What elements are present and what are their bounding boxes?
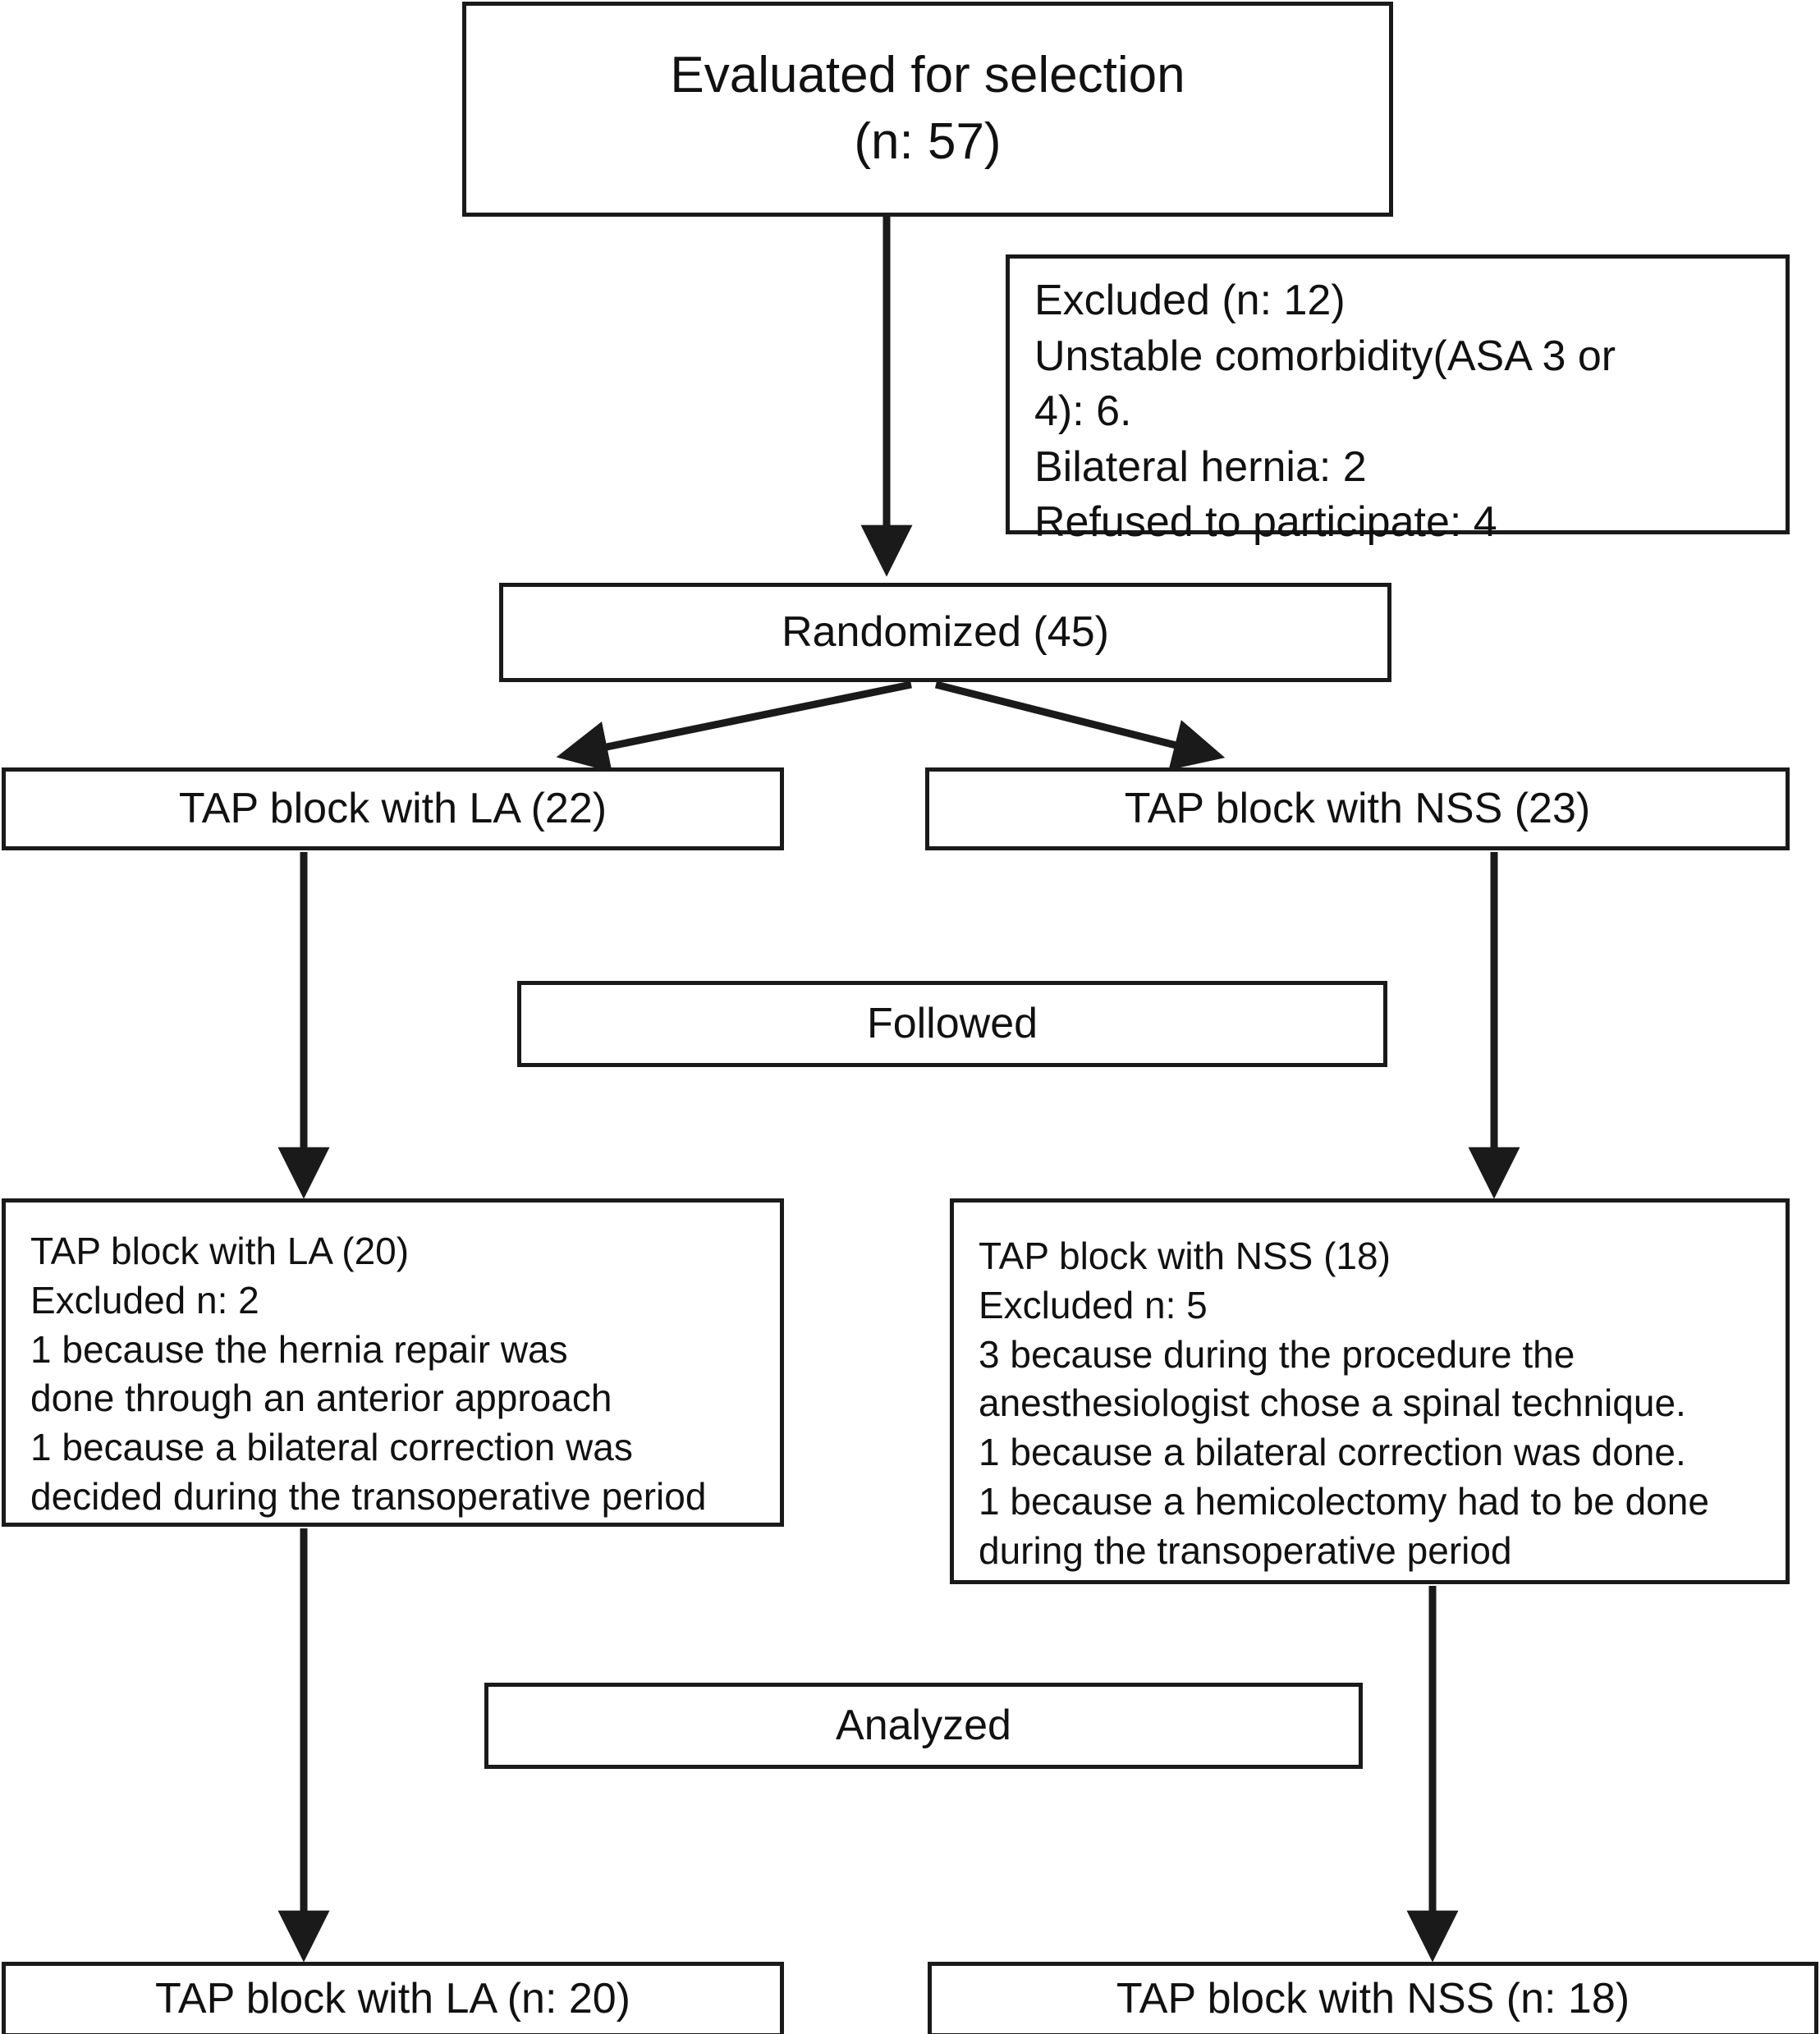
- node-analyzed-tap-block-la: TAP block with LA (n: 20): [2, 1962, 784, 2034]
- node-analyzed-label: Analyzed: [836, 1701, 1011, 1749]
- node-evaluated-for-selection: Evaluated for selection (n: 57): [462, 2, 1393, 217]
- node-followed-label: Followed: [866, 999, 1038, 1047]
- arrow-randomized-to-nss: [934, 680, 1226, 771]
- node-followup-nss-label: TAP block with NSS (18) Excluded n: 5 3 …: [979, 1235, 1709, 1572]
- node-allocated-nss-label: TAP block with NSS (23): [1124, 784, 1591, 832]
- node-randomized-label: Randomized (45): [782, 607, 1109, 656]
- node-excluded: Excluded (n: 12) Unstable comorbidity(AS…: [1006, 254, 1790, 546]
- node-allocated-la-label: TAP block with LA (22): [178, 784, 607, 832]
- node-analyzed-tap-block-nss: TAP block with NSS (n: 18): [928, 1962, 1818, 2034]
- node-analyzed-nss-label: TAP block with NSS (n: 18): [1116, 1975, 1630, 2023]
- node-allocated-tap-block-nss: TAP block with NSS (23): [925, 767, 1790, 850]
- node-followed: Followed: [517, 981, 1387, 1067]
- node-randomized: Randomized (45): [499, 583, 1391, 682]
- node-followup-la-label: TAP block with LA (20) Excluded n: 2 1 b…: [30, 1230, 707, 1518]
- arrow-randomized-to-la: [556, 680, 912, 772]
- node-analyzed: Analyzed: [484, 1683, 1363, 1769]
- node-followup-tap-block-nss: TAP block with NSS (18) Excluded n: 5 3 …: [950, 1198, 1790, 1584]
- node-excluded-label: Excluded (n: 12) Unstable comorbidity(AS…: [1034, 277, 1616, 547]
- node-followup-tap-block-la: TAP block with LA (20) Excluded n: 2 1 b…: [2, 1198, 784, 1527]
- node-analyzed-la-label: TAP block with LA (n: 20): [154, 1975, 630, 2023]
- node-evaluated-label: Evaluated for selection (n: 57): [670, 47, 1185, 170]
- node-allocated-tap-block-la: TAP block with LA (22): [2, 767, 784, 850]
